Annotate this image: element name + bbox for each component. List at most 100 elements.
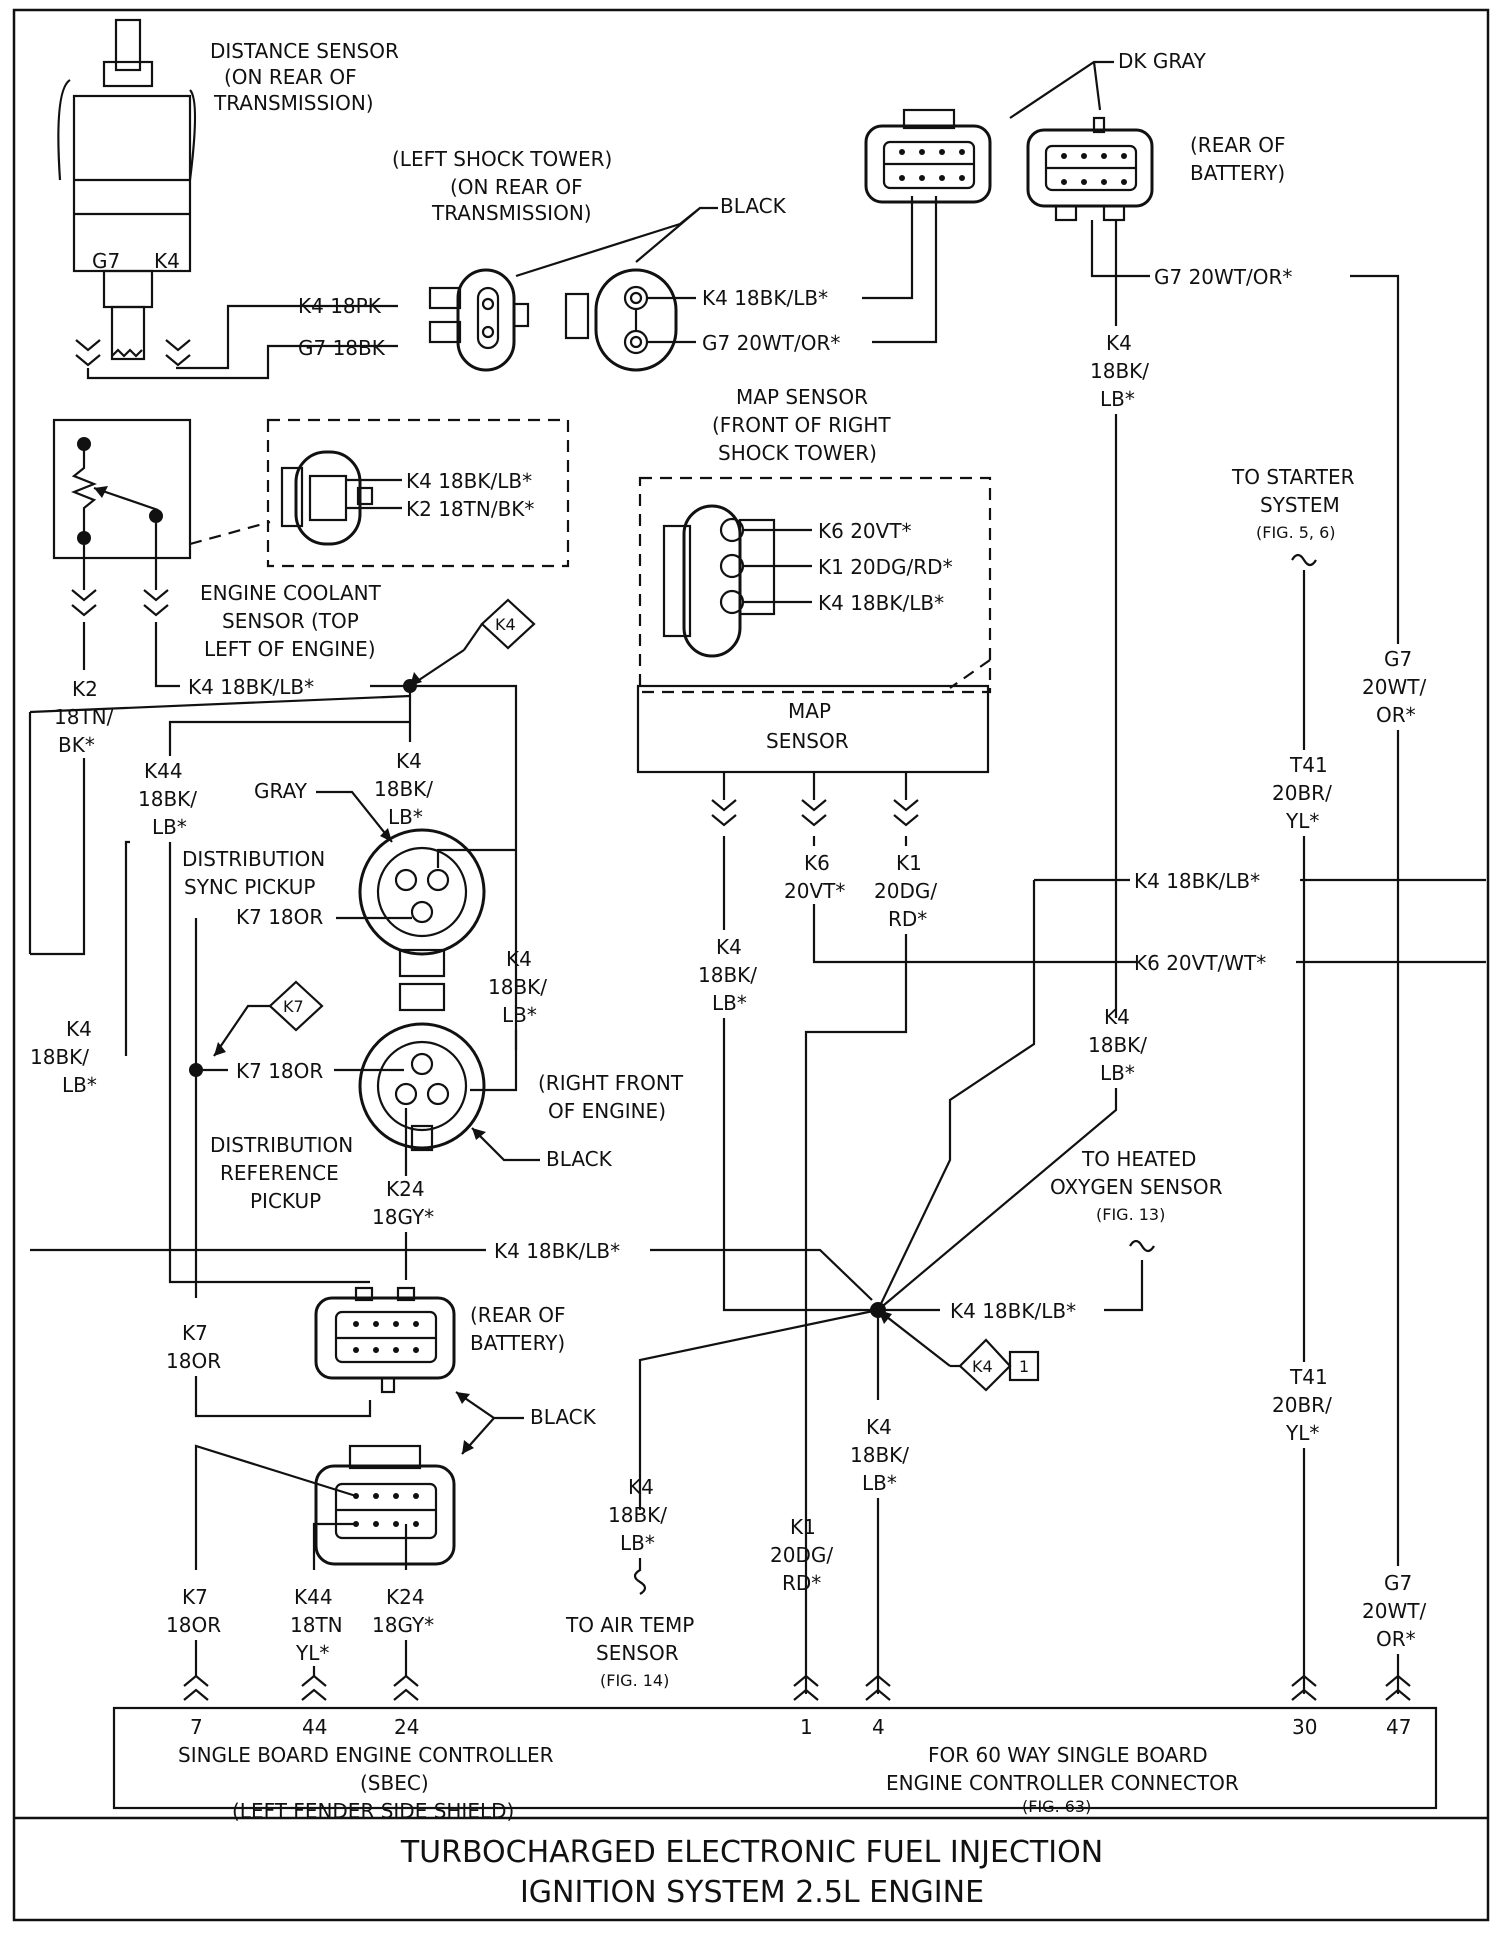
wire-k1-bottom-3: RD*	[782, 1571, 821, 1595]
map-sensor-loc-2: (FRONT OF RIGHT	[712, 413, 891, 437]
distance-pin-k4: K4	[154, 249, 180, 273]
wire-k6-vtwt: K6 20VT/WT*	[1134, 951, 1266, 975]
wire-k4-bklb-map: K4 18BK/LB*	[818, 591, 944, 615]
wire-k6-map-2: 20VT*	[784, 879, 845, 903]
wire-k4-bklb-a: K4 18BK/LB*	[702, 286, 828, 310]
wire-k4-sync-r-1: K4	[506, 947, 532, 971]
wire-t41-bottom-3: YL*	[1285, 1421, 1319, 1445]
k4-tag-top-text: K4	[495, 615, 516, 634]
wire-k7-bottom-2: 18OR	[166, 1613, 221, 1637]
wire-k44-bottom-2: 18TN	[290, 1613, 343, 1637]
coolant-sensor-icon	[71, 437, 163, 545]
sbec-label-1: SINGLE BOARD ENGINE CONTROLLER	[178, 1743, 554, 1767]
wire-k4-right-v-1: K4	[1104, 1005, 1130, 1029]
diagram-title-1: TURBOCHARGED ELECTRONIC FUEL INJECTION	[400, 1835, 1103, 1870]
wire-k7-vert-2: 18OR	[166, 1349, 221, 1373]
wire-k4-map-v-3: LB*	[712, 991, 747, 1015]
wire-k4-right1: K4 18BK/LB*	[1134, 869, 1260, 893]
wire-k4-battery-top-1: K4	[1106, 331, 1132, 355]
wire-g7-bottom-3: OR*	[1376, 1627, 1416, 1651]
dk-gray-label: DK GRAY	[1118, 49, 1207, 73]
sbec-pin-24: 24	[394, 1715, 419, 1739]
wire-k4-bottom-v-3: LB*	[862, 1471, 897, 1495]
to-starter-2: SYSTEM	[1260, 493, 1340, 517]
wire-k4-left-3: LB*	[62, 1073, 97, 1097]
sbec-note-2: ENGINE CONTROLLER CONNECTOR	[886, 1771, 1239, 1795]
wire-k6-map-1: K6	[804, 851, 830, 875]
wire-k7-18or-a: K7 18OR	[236, 905, 323, 929]
wire-k2-vert-1: K2	[72, 677, 98, 701]
map-connector-icon	[662, 504, 776, 658]
wire-k4-bottom-v-2: 18BK/	[850, 1443, 909, 1467]
sbec-box	[112, 1706, 1438, 1810]
k4-tag-top	[480, 598, 536, 650]
dist-ref-label-1: DISTRIBUTION	[210, 1133, 353, 1157]
sbec-label-3: (LEFT FENDER SIDE SHIELD)	[232, 1799, 514, 1823]
map-sensor-loc-1: MAP SENSOR	[736, 385, 868, 409]
k7-tag	[268, 980, 324, 1032]
k4-tag-bottom	[958, 1338, 1012, 1392]
sbec-pin-chevrons	[183, 1674, 1411, 1701]
wire-k44-bottom-3: YL*	[295, 1641, 329, 1665]
wire-g7-right-3: OR*	[1376, 703, 1416, 727]
coolant-label-3: LEFT OF ENGINE)	[204, 637, 376, 661]
map-sensor-box-2: SENSOR	[766, 729, 849, 753]
k4-tag-bottom-text: K4	[972, 1357, 993, 1376]
to-o2-2: OXYGEN SENSOR	[1050, 1175, 1223, 1199]
rear-battery-top-2: BATTERY)	[1190, 161, 1285, 185]
distance-sensor-label: DISTANCE SENSOR	[210, 39, 399, 63]
wire-k44-vert-1: K44	[144, 759, 183, 783]
wire-t41-bottom-2: 20BR/	[1272, 1393, 1332, 1417]
dist-ref-label-3: PICKUP	[250, 1189, 321, 1213]
distance-sensor-loc1: (ON REAR OF	[224, 65, 357, 89]
wire-k4-map-v-2: 18BK/	[698, 963, 757, 987]
wire-t41-top-3: YL*	[1285, 809, 1319, 833]
shock-connector-female-icon	[564, 268, 678, 372]
wire-g7-right-1: G7	[1384, 647, 1412, 671]
to-o2-3: (FIG. 13)	[1096, 1205, 1165, 1224]
wire-k4-sync-r-3: LB*	[502, 1003, 537, 1027]
rear-battery-mid-2: BATTERY)	[470, 1331, 565, 1355]
to-o2-1: TO HEATED	[1081, 1147, 1196, 1171]
battery-connector-mid-icon	[314, 1286, 456, 1394]
wire-k2-vert-3: BK*	[58, 733, 95, 757]
wire-k4-map-v-1: K4	[716, 935, 742, 959]
wire-k4-bklb-splice: K4 18BK/LB*	[188, 675, 314, 699]
k7-tag-text: K7	[283, 997, 304, 1016]
left-shock-loc1: (ON REAR OF	[450, 175, 583, 199]
wire-k1-bottom-2: 20DG/	[770, 1543, 833, 1567]
dist-sync-pickup-icon	[358, 828, 486, 1012]
map-connector-box	[638, 476, 992, 694]
coolant-connector-icon	[280, 450, 374, 546]
coolant-connector-box	[266, 418, 570, 568]
wire-k4-right-v-2: 18BK/	[1088, 1033, 1147, 1057]
wire-g7-wtor-a: G7 20WT/OR*	[702, 331, 840, 355]
wire-k4-o2: K4 18BK/LB*	[950, 1299, 1076, 1323]
coolant-label-2: SENSOR (TOP	[222, 609, 359, 633]
to-starter-1: TO STARTER	[1231, 465, 1355, 489]
wire-k4-sync-r-2: 18BK/	[488, 975, 547, 999]
map-sensor-box-1: MAP	[788, 699, 831, 723]
dist-ref-pickup-icon	[358, 1022, 486, 1152]
distance-sensor-loc2: TRANSMISSION)	[213, 91, 374, 115]
wire-k24-bottom-1: K24	[386, 1585, 425, 1609]
wire-k4-bottom-v-1: K4	[866, 1415, 892, 1439]
wire-g7-wtor-top: G7 20WT/OR*	[1154, 265, 1292, 289]
to-starter-3: (FIG. 5, 6)	[1256, 523, 1336, 542]
diagram-border	[12, 8, 1490, 1922]
wire-k44-bottom-1: K44	[294, 1585, 333, 1609]
wire-k24-bottom-2: 18GY*	[372, 1613, 434, 1637]
wire-k44-vert-2: 18BK/	[138, 787, 197, 811]
wire-t41-top-2: 20BR/	[1272, 781, 1332, 805]
wire-k7-vert-1: K7	[182, 1321, 208, 1345]
to-air-2: SENSOR	[596, 1641, 679, 1665]
k4-tag-bottom-num: 1	[1019, 1357, 1029, 1376]
k4-tag-bottom-num-box	[1008, 1350, 1040, 1382]
wire-k7-bottom-1: K7	[182, 1585, 208, 1609]
wire-k44-vert-3: LB*	[152, 815, 187, 839]
wire-k4-air-3: LB*	[620, 1531, 655, 1555]
coolant-label-1: ENGINE COOLANT	[200, 581, 382, 605]
wire-k4-18pk: K4 18PK	[298, 294, 382, 318]
wire-k4-sync-2: 18BK/	[374, 777, 433, 801]
